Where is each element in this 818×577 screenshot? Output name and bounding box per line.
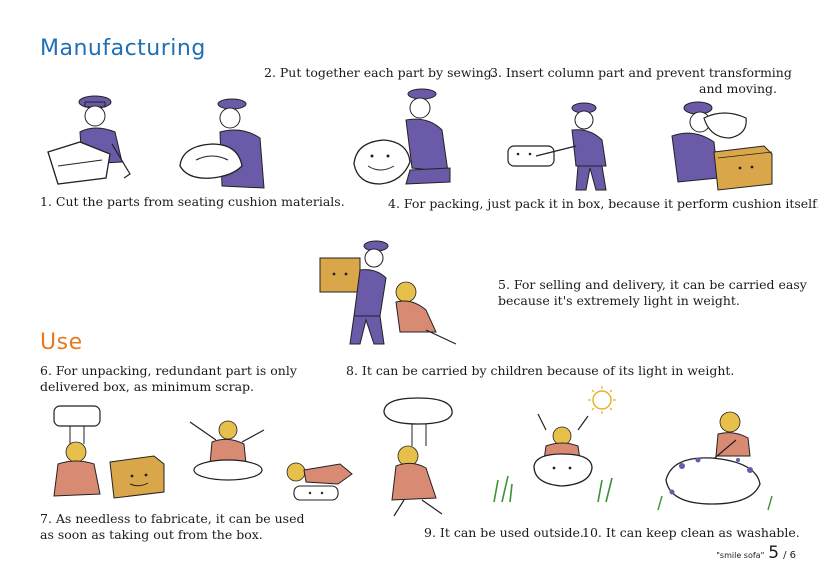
illustration-washing xyxy=(652,400,778,512)
illustration-packing-box xyxy=(664,96,776,194)
illustration-delivery xyxy=(316,236,462,350)
step-5-line-1: 5. For selling and delivery, it can be c… xyxy=(498,277,807,292)
page-footer: "smile sofa" 5 / 6 xyxy=(716,543,796,563)
illustration-column-rod xyxy=(506,100,626,192)
illustration-cutting-cushion xyxy=(40,92,140,190)
step-3-line-1: 3. Insert column part and prevent transf… xyxy=(490,65,792,80)
step-6-line-2: delivered box, as minimum scrap. xyxy=(40,379,255,394)
step-5-caption: 5. For selling and delivery, it can be c… xyxy=(498,277,807,309)
step-4-caption: 4. For packing, just pack it in box, bec… xyxy=(388,196,818,211)
illustration-sewing xyxy=(172,96,272,192)
illustration-outside xyxy=(488,384,618,508)
illustration-unpacking xyxy=(42,402,170,502)
page-total: / 6 xyxy=(783,550,796,561)
illustration-inserting-column xyxy=(350,86,460,194)
brand-label: "smile sofa" xyxy=(716,551,765,560)
illustration-girl-lying xyxy=(280,456,358,504)
step-3-caption: 3. Insert column part and prevent transf… xyxy=(490,65,792,97)
step-5-line-2: because it's extremely light in weight. xyxy=(498,293,740,308)
step-7-line-2: as soon as taking out from the box. xyxy=(40,527,263,542)
step-9-caption: 9. It can be used outside. xyxy=(424,525,584,540)
step-1-caption: 1. Cut the parts from seating cushion ma… xyxy=(40,194,345,209)
page-number: 5 xyxy=(768,543,780,563)
section-heading-use: Use xyxy=(40,330,83,355)
step-6-line-1: 6. For unpacking, redundant part is only xyxy=(40,363,297,378)
step-8-caption: 8. It can be carried by children because… xyxy=(346,363,735,378)
illustration-girl-on-sofa xyxy=(186,412,268,484)
step-3-line-2: and moving. xyxy=(699,81,777,96)
step-7-caption: 7. As needless to fabricate, it can be u… xyxy=(40,511,304,543)
section-heading-manufacturing: Manufacturing xyxy=(40,36,206,61)
step-6-caption: 6. For unpacking, redundant part is only… xyxy=(40,363,297,395)
step-2-caption: 2. Put together each part by sewing. xyxy=(264,65,496,80)
illustration-girl-carrying xyxy=(378,394,464,518)
step-7-line-1: 7. As needless to fabricate, it can be u… xyxy=(40,511,305,526)
step-10-caption: 10. It can keep clean as washable. xyxy=(582,525,800,540)
